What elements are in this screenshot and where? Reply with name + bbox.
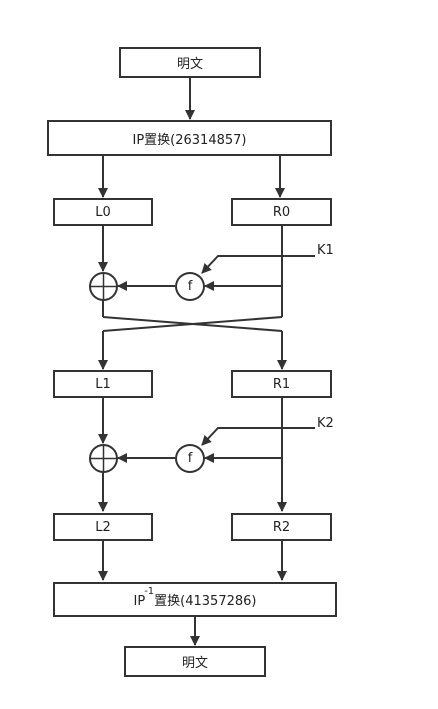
r0-label: R0 [272,204,291,220]
r0-box: R0 [231,198,332,226]
plaintext-bottom-box: 明文 [124,646,266,677]
plaintext-top-label: 明文 [176,57,203,72]
r2-label: R2 [272,519,291,535]
ip-inverse-superscript: -1 [144,585,155,597]
ip-inverse-prefix: IP [133,594,146,609]
l2-box: L2 [53,513,153,541]
f-label-1: f [187,279,193,294]
ip-inverse-rest: 置换(41357286) [154,594,257,609]
plaintext-top-box: 明文 [119,47,261,78]
xor-2 [89,444,118,473]
l0-box: L0 [53,198,153,226]
f-label-2: f [187,451,193,466]
xor-1 [89,272,118,301]
k1-label: K1 [317,243,334,258]
l0-label: L0 [95,204,111,220]
l1-box: L1 [53,370,153,398]
plaintext-bottom-label: 明文 [181,656,208,671]
xor-cross-icon [91,446,116,471]
ip-box: IP置换(26314857) [47,120,332,156]
r2-box: R2 [231,513,332,541]
arrow-k2-f2 [201,427,315,446]
f-function-2: f [175,444,205,473]
xor-cross-icon [91,274,116,299]
arrow-k1-f1 [201,255,315,274]
ip-label: IP置换(26314857) [132,132,247,148]
l2-label: L2 [95,519,111,535]
ip-inverse-label: IP-1置换(41357286) [133,586,257,609]
r1-box: R1 [231,370,332,398]
cross-right-to-left [102,316,283,332]
r1-label: R1 [272,376,291,392]
f-function-1: f [175,272,205,301]
k2-label: K2 [317,416,334,431]
ip-inverse-box: IP-1置换(41357286) [53,582,337,617]
l1-label: L1 [95,376,111,392]
